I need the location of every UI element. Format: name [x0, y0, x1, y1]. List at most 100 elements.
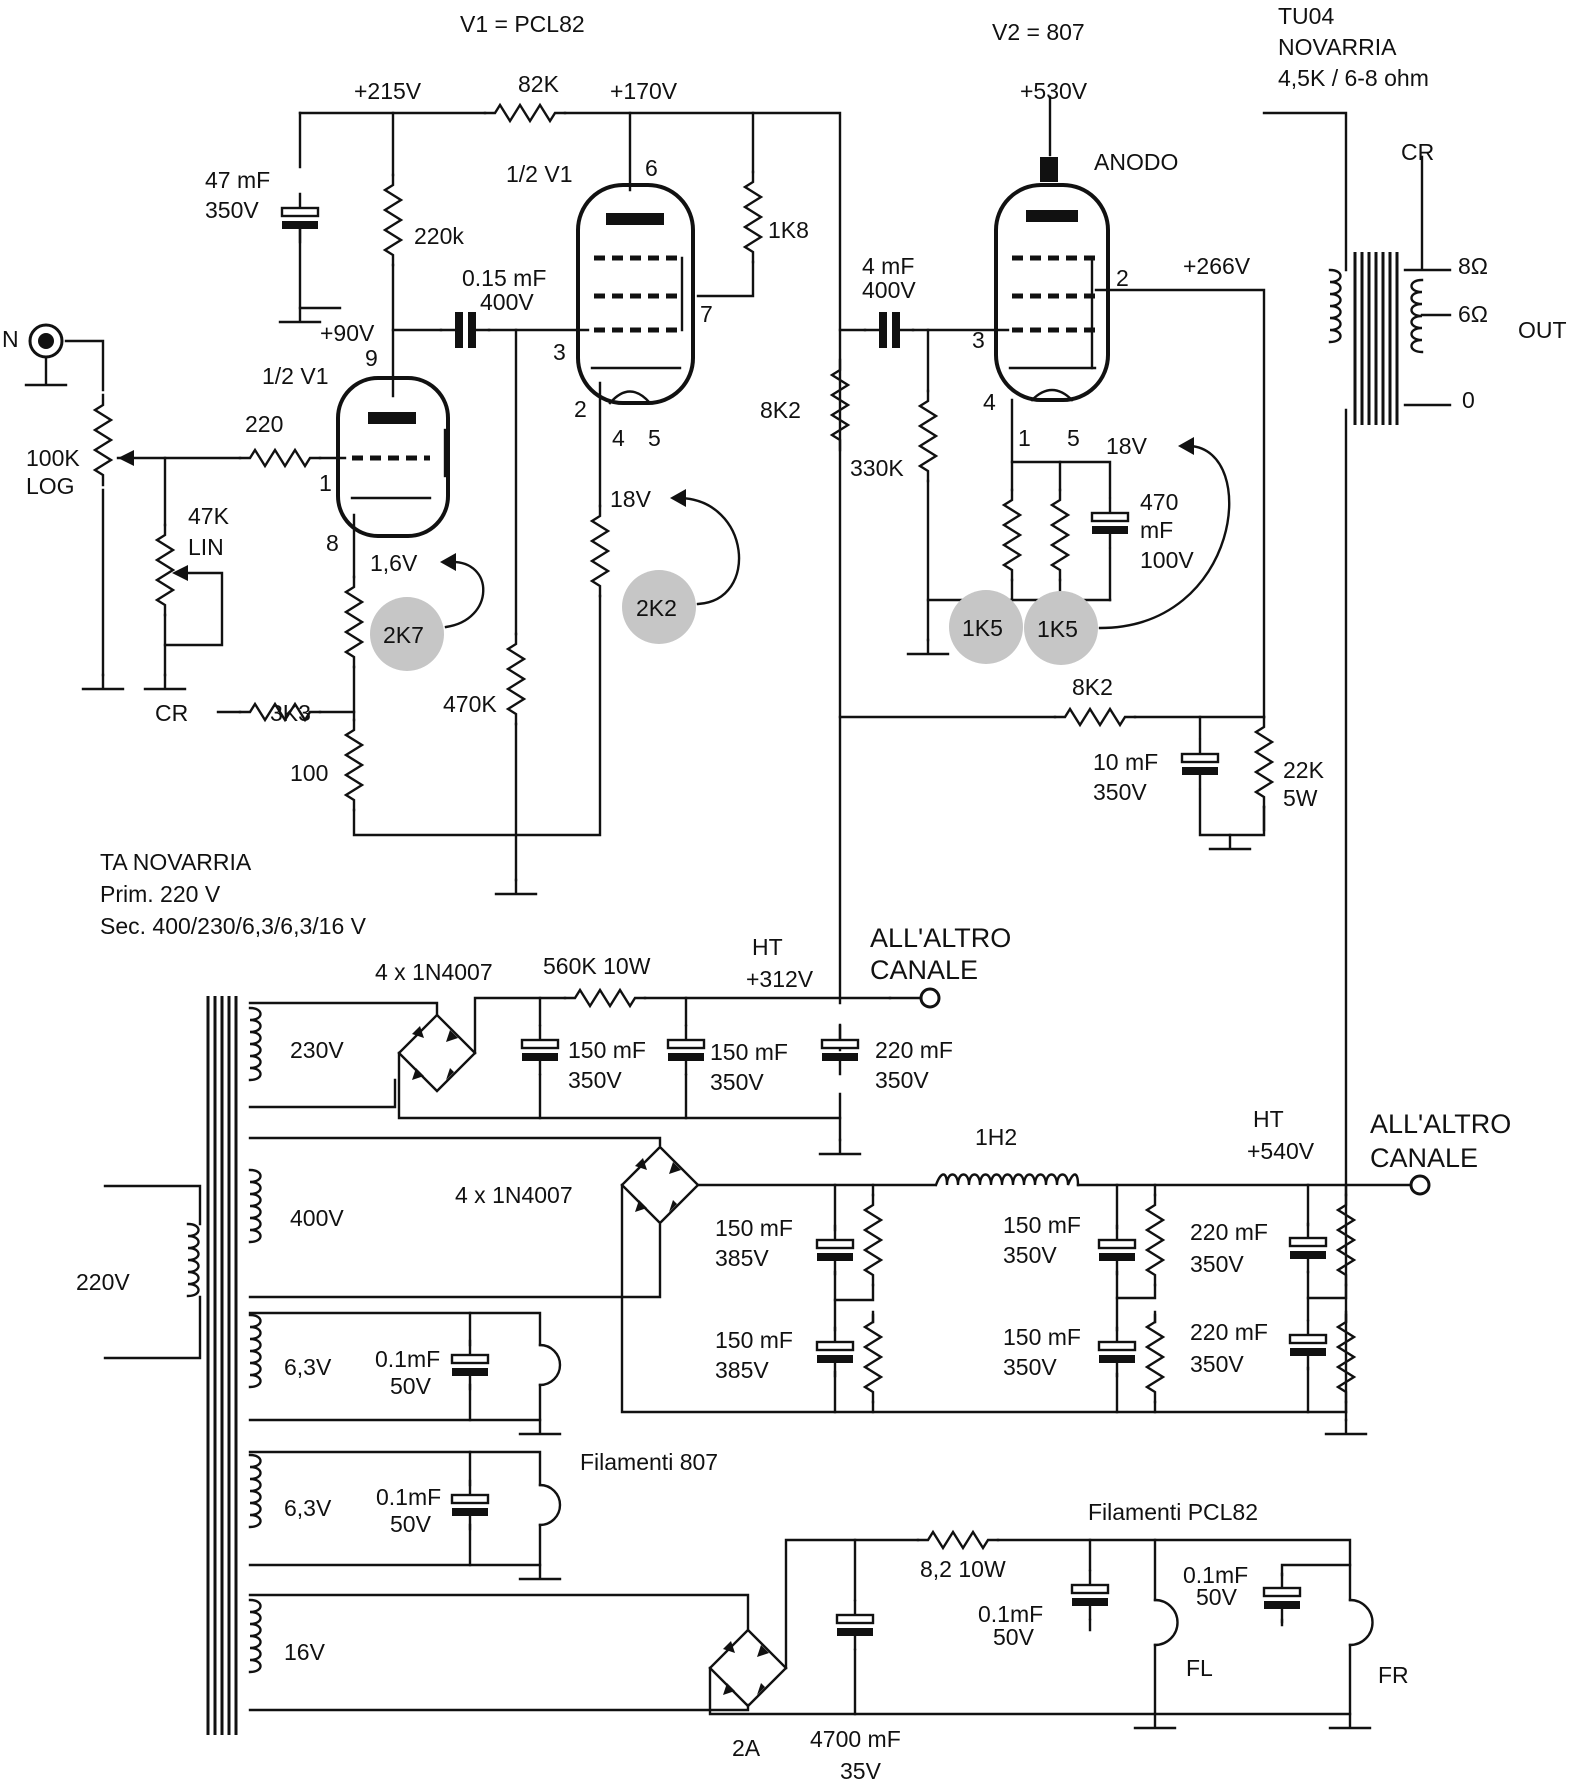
- ground-symbol: [1208, 833, 1252, 851]
- ot-core: [1353, 252, 1399, 425]
- cap-150mf-3: [815, 1224, 855, 1276]
- filament-fr: [1348, 1598, 1374, 1647]
- c220-3-value: 220 mF: [1190, 1319, 1268, 1345]
- pot-47k-taper: LIN: [188, 534, 224, 560]
- c01-1-value: 0.1mF: [375, 1346, 440, 1372]
- resistor-100: [344, 718, 364, 812]
- r82-10w-label: 8,2 10W: [920, 1556, 1006, 1582]
- pin-3-v1: 3: [553, 339, 566, 365]
- c150-5-voltage: 350V: [1003, 1242, 1057, 1268]
- cap-4700mf: [835, 1599, 875, 1651]
- bridge-rectifier-1: [397, 1013, 477, 1093]
- badge-2k7: [370, 597, 444, 671]
- text-labels: V1 = PCL82 V2 = 807 TU04 NOVARRIA 4,5K /…: [2, 3, 1567, 1784]
- fl-label: FL: [1186, 1655, 1213, 1681]
- pot-47k-value: 47K: [188, 503, 230, 529]
- tap-6-label: 6Ω: [1458, 301, 1488, 327]
- tap-0-label: 0: [1462, 387, 1475, 413]
- c47-value: 47 mF: [205, 167, 270, 193]
- resistor-1k8: [743, 170, 763, 264]
- sec-230v-coil: [248, 1006, 262, 1082]
- resistor-1k5-b: [1050, 488, 1070, 582]
- ground-symbol: [1324, 1418, 1368, 1436]
- cap-015mf: [439, 310, 491, 350]
- ground-symbol: [143, 673, 187, 691]
- v1-title: V1 = PCL82: [460, 11, 585, 37]
- c015-voltage: 400V: [480, 289, 534, 315]
- r8k2-lower-label: 8K2: [1072, 674, 1113, 700]
- altro-canale-1-line2: CANALE: [870, 955, 978, 985]
- prim-220v-label: 220V: [76, 1269, 130, 1295]
- v170-label: +170V: [610, 78, 678, 104]
- resistor-bleeder-4: [1145, 1310, 1165, 1404]
- sec-400v-label: 400V: [290, 1205, 344, 1231]
- c150-2-voltage: 350V: [710, 1069, 764, 1095]
- resistor-1k5-a: [1002, 488, 1022, 582]
- tube-v1b: [576, 183, 695, 405]
- c01-4-voltage: 50V: [1196, 1584, 1238, 1610]
- ground-symbol: [278, 306, 322, 324]
- ot-spec: 4,5K / 6-8 ohm: [1278, 65, 1429, 91]
- c01-3-value: 0.1mF: [978, 1601, 1043, 1627]
- c150-2-value: 150 mF: [710, 1039, 788, 1065]
- c01-2-voltage: 50V: [390, 1511, 432, 1537]
- cap-01mf-4: [1262, 1572, 1302, 1624]
- ht312-label-2: +312V: [746, 966, 814, 992]
- cr-top-label: CR: [1401, 139, 1434, 165]
- v530-label: +530V: [1020, 78, 1088, 104]
- c220-1-voltage: 350V: [875, 1067, 929, 1093]
- sec-63v-1-coil: [248, 1313, 262, 1389]
- resistor-220k: [383, 173, 403, 267]
- v18-v2-label: 18V: [1106, 433, 1148, 459]
- sec-16v-label: 16V: [284, 1639, 326, 1665]
- pin-3-v2: 3: [972, 327, 985, 353]
- r330k-label: 330K: [850, 455, 904, 481]
- r470k-label: 470K: [443, 691, 497, 717]
- ht540-label-2: +540V: [1247, 1138, 1315, 1164]
- c47-voltage: 350V: [205, 197, 259, 223]
- cap-150mf-2: [666, 1024, 706, 1076]
- tap-8-label: 8Ω: [1458, 253, 1488, 279]
- c150-4-value: 150 mF: [715, 1327, 793, 1353]
- badge-1k5-a: [949, 590, 1023, 664]
- c150-3-value: 150 mF: [715, 1215, 793, 1241]
- mains-core: [206, 996, 238, 1735]
- c470-unit: mF: [1140, 517, 1173, 543]
- v18-v1-label: 18V: [610, 486, 652, 512]
- c4700-voltage: 35V: [840, 1758, 882, 1784]
- c470-value: 470: [1140, 489, 1178, 515]
- bridge-rectifier-2: [620, 1145, 700, 1225]
- badge-1k5-a-text: 1K5: [962, 615, 1003, 641]
- resistor-8k2-lower: [1053, 707, 1137, 727]
- r1k8-label: 1K8: [768, 217, 809, 243]
- sec-400v-coil: [248, 1168, 262, 1244]
- half-v1-top-label: 1/2 V1: [506, 161, 573, 187]
- pin-5-v2: 5: [1067, 425, 1080, 451]
- r8k2-upper-label: 8K2: [760, 397, 801, 423]
- filamenti-807-label: Filamenti 807: [580, 1449, 718, 1475]
- r560k-label: 560K 10W: [543, 953, 651, 979]
- altro-canale-1-line1: ALL'ALTRO: [870, 923, 1011, 953]
- r82k-label: 82K: [518, 71, 560, 97]
- c150-1-value: 150 mF: [568, 1037, 646, 1063]
- ta-label-1: TA NOVARRIA: [100, 849, 252, 875]
- ta-label-3: Sec. 400/230/6,3/6,3/16 V: [100, 913, 367, 939]
- pin-5-v1: 5: [648, 425, 661, 451]
- bridge2-label: 4 x 1N4007: [455, 1182, 573, 1208]
- ot-name: TU04: [1278, 3, 1334, 29]
- ground-symbol: [818, 1138, 862, 1156]
- pot-47k-wiper: [172, 565, 188, 581]
- anodo-label: ANODO: [1094, 149, 1178, 175]
- cap-150mf-6: [1097, 1326, 1137, 1378]
- bridge1-label: 4 x 1N4007: [375, 959, 493, 985]
- ot-primary-coil: [1328, 268, 1342, 344]
- pin-2-v1: 2: [574, 396, 587, 422]
- resistor-82k: [483, 103, 567, 123]
- resistor-bleeder-3: [1145, 1193, 1165, 1287]
- v2-title: V2 = 807: [992, 19, 1085, 45]
- sec-63v-1-label: 6,3V: [284, 1354, 332, 1380]
- pin-7: 7: [700, 301, 713, 327]
- cap-01mf-3: [1070, 1569, 1110, 1621]
- resistor-2k2: [590, 504, 610, 598]
